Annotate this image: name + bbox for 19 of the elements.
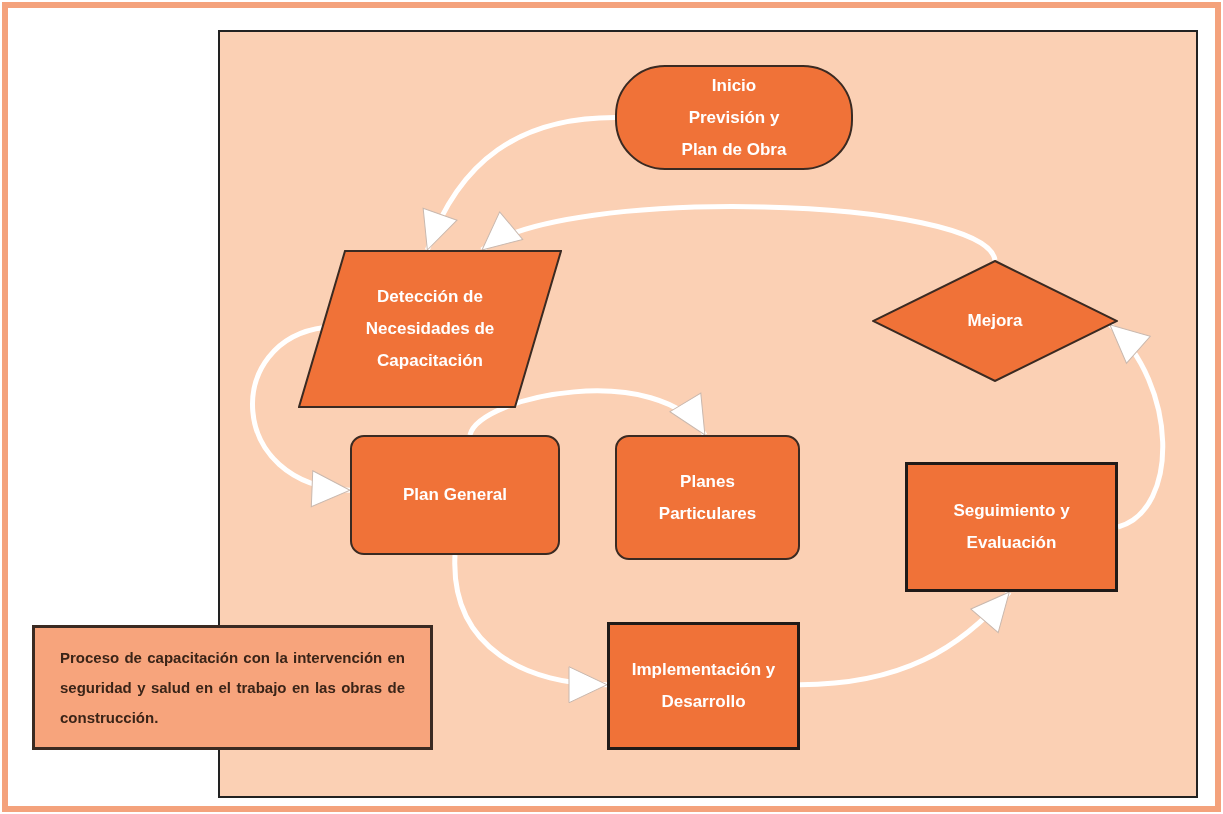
curved-arrow (452, 554, 608, 702)
curved-arrow (467, 388, 707, 437)
caption-box (32, 625, 433, 750)
process-box (350, 435, 560, 555)
caption-text: Proceso de capacitación con la intervención en seguridad y salud en el trabajo en las obras de construcción. (60, 647, 405, 728)
node-label: Detección de Necesidades de Capacitación (364, 286, 496, 372)
node-label: Inicio Previsión y Plan de Obra (680, 74, 788, 161)
node-label: Plan General (403, 484, 507, 506)
curved-arrow (424, 115, 616, 251)
curved-arrow (1108, 322, 1166, 530)
node-label: Mejora (967, 310, 1023, 332)
curved-arrow (480, 204, 998, 262)
process-box (607, 622, 800, 750)
node-label: Seguimiento y Evaluación (952, 500, 1071, 554)
node-label: Implementación y Desarrollo (631, 659, 776, 713)
curved-arrow (799, 590, 1012, 688)
node-label: Planes Particulares (657, 470, 758, 525)
process-box (615, 435, 800, 560)
process-box (905, 462, 1118, 592)
